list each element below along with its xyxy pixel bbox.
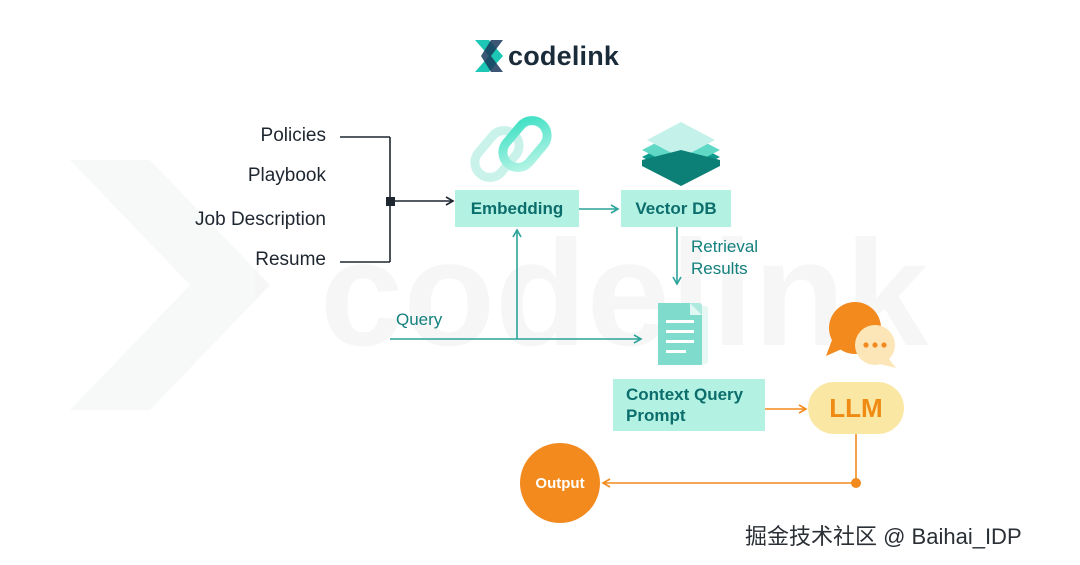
context-query-prompt-node: Context Query Prompt bbox=[613, 379, 765, 431]
chat-bubbles-icon bbox=[826, 302, 896, 368]
codelink-logo-icon bbox=[475, 40, 503, 72]
orange-junction-dot bbox=[851, 478, 861, 488]
junction-node bbox=[386, 197, 395, 206]
teal-connectors bbox=[390, 204, 682, 344]
retrieval-line2: Results bbox=[691, 259, 748, 278]
source-policies: Policies bbox=[260, 125, 326, 146]
footer-credit: 掘金技术社区 @ Baihai_IDP bbox=[745, 524, 1022, 549]
source-job-description: Job Description bbox=[195, 209, 326, 230]
llm-node: LLM bbox=[808, 382, 904, 434]
chain-link-icon bbox=[470, 116, 552, 182]
watermark-text: codelink bbox=[320, 209, 929, 377]
retrieval-line1: Retrieval bbox=[691, 237, 759, 256]
embedding-node: Embedding bbox=[455, 190, 579, 227]
orange-connectors bbox=[601, 404, 857, 488]
source-playbook: Playbook bbox=[247, 165, 326, 186]
retrieval-results-label: Retrieval Results bbox=[691, 236, 758, 280]
context-prompt-line2: Prompt bbox=[626, 406, 686, 425]
document-icon bbox=[658, 303, 708, 365]
brand-name: codelink bbox=[508, 41, 620, 71]
query-label: Query bbox=[396, 310, 443, 329]
source-resume: Resume bbox=[255, 249, 326, 270]
layers-stack-icon bbox=[642, 122, 720, 186]
context-prompt-line1: Context Query bbox=[626, 385, 744, 404]
vector-db-node: Vector DB bbox=[621, 190, 731, 227]
output-node: Output bbox=[520, 443, 600, 523]
